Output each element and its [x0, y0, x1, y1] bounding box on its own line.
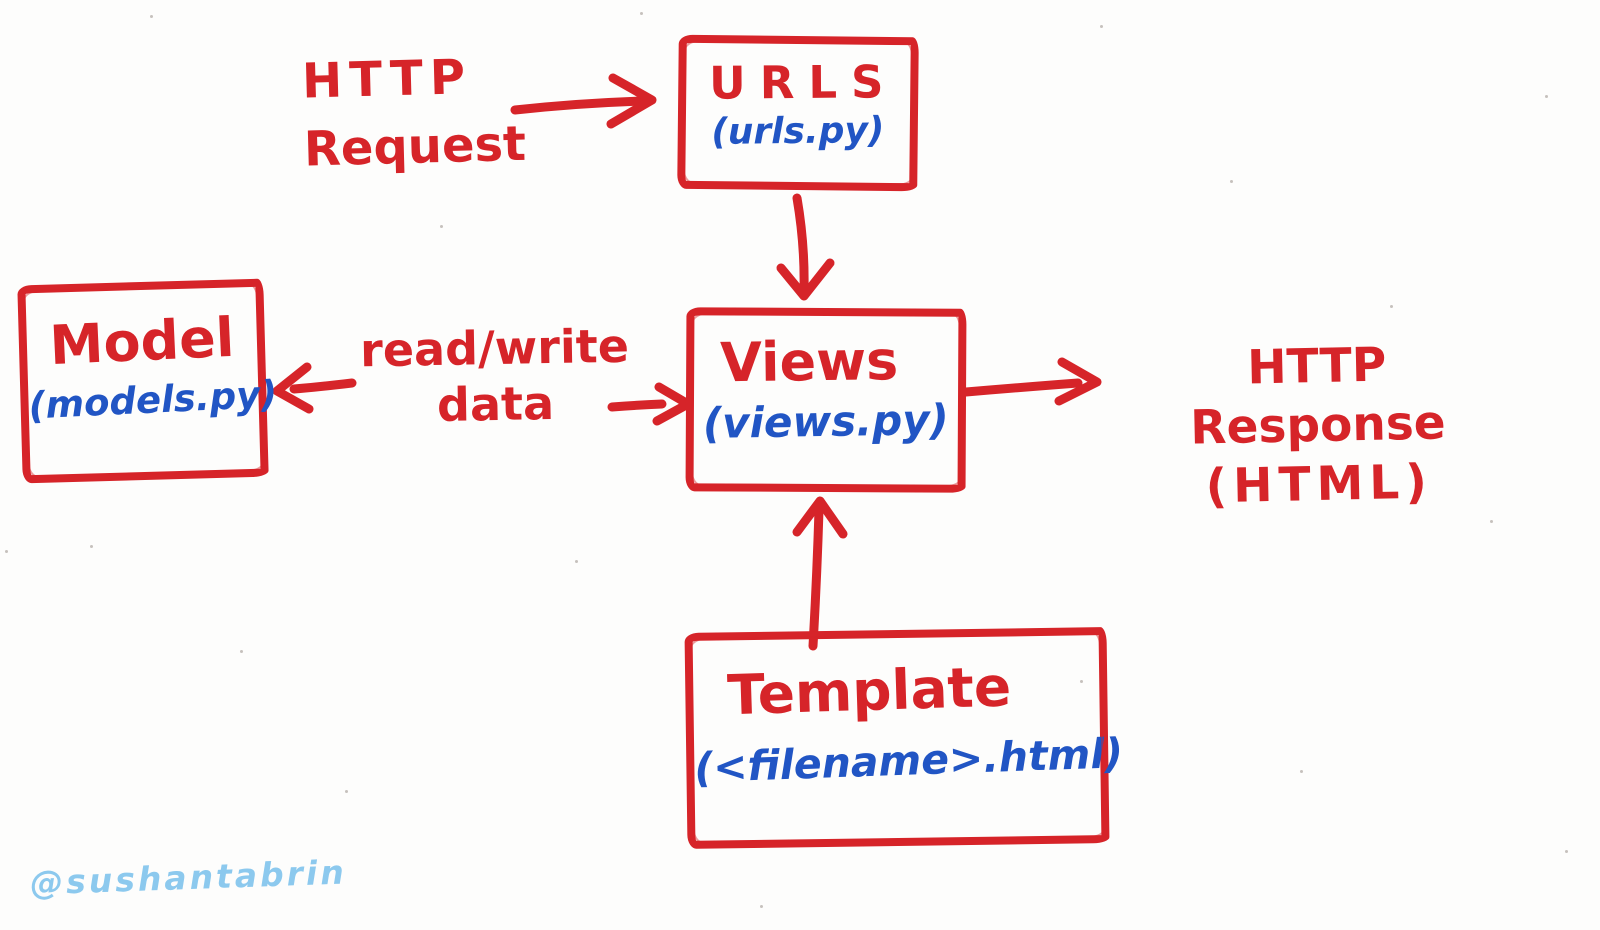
http-request-label: HTTP Request: [293, 45, 527, 181]
read-write-data-label: read/write data: [354, 318, 636, 435]
author-watermark: @sushantabrin: [29, 852, 348, 903]
template-node: Template (<filename>.html): [684, 627, 1124, 849]
arrow-readwrite-to-model: [272, 362, 357, 414]
http-response-label: HTTP Response (HTML): [1116, 334, 1520, 519]
paper-speckles: [150, 15, 153, 18]
arrow-views-to-response: [961, 357, 1102, 406]
views-node-filename: (views.py): [702, 395, 950, 449]
arrow-template-to-views: [792, 496, 848, 651]
http-response-line1: HTTP Response: [1189, 337, 1447, 456]
arrow-urls-to-views: [776, 193, 835, 301]
arrow-request-to-urls: [510, 73, 657, 129]
model-node: Model (models.py): [17, 278, 279, 484]
urls-node-title: URLS: [708, 55, 898, 110]
read-write-line2: data: [436, 376, 555, 433]
model-node-filename: (models.py): [27, 372, 279, 428]
template-node-title: Template: [726, 654, 1013, 728]
http-request-line1: HTTP: [301, 49, 473, 110]
http-request-line2: Request: [303, 116, 527, 178]
template-node-filename: (<filename>.html): [693, 728, 1124, 792]
views-node: Views (views.py): [685, 307, 967, 493]
urls-node: URLS (urls.py): [677, 34, 919, 192]
model-node-title: Model: [48, 305, 236, 378]
read-write-line1: read/write: [359, 318, 630, 378]
urls-node-filename: (urls.py): [711, 109, 885, 153]
http-response-line2: (HTML): [1205, 454, 1434, 514]
views-node-title: Views: [719, 329, 899, 395]
